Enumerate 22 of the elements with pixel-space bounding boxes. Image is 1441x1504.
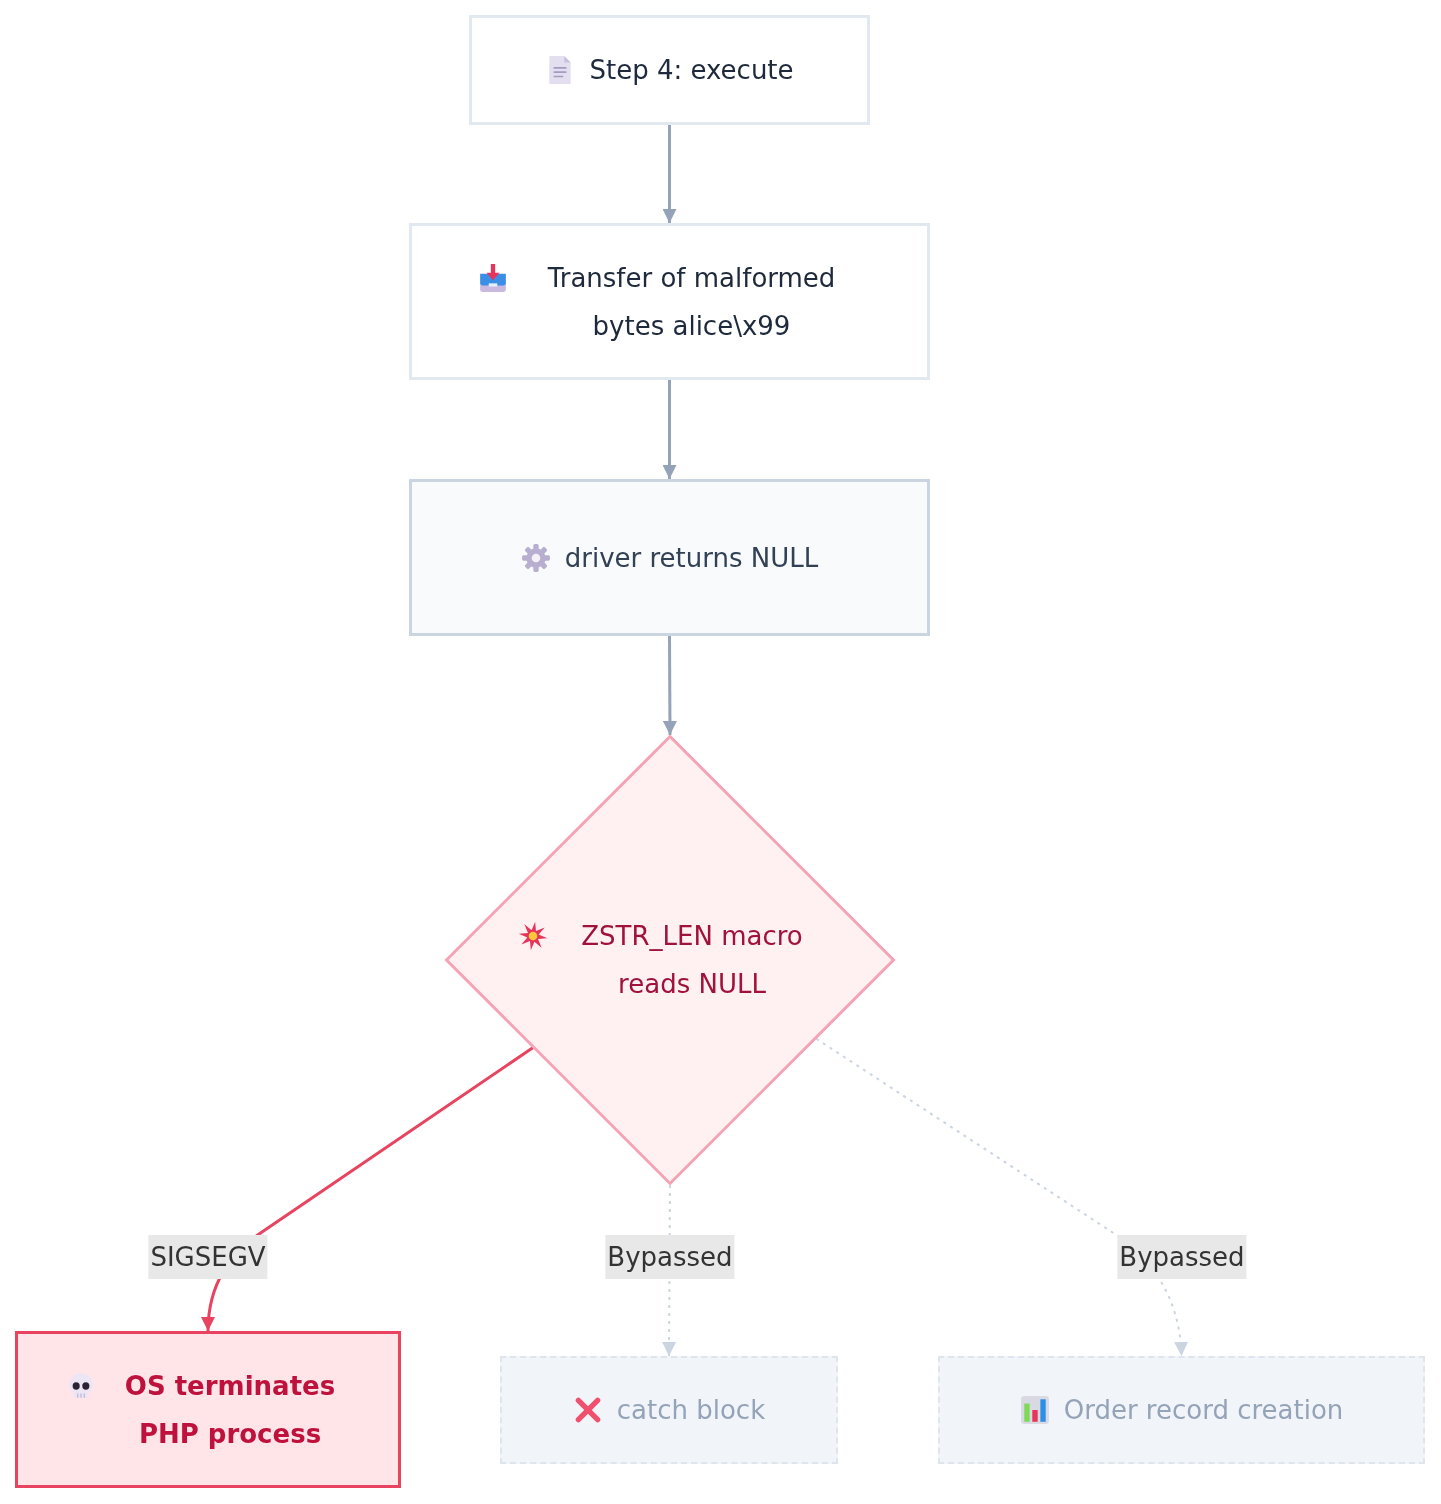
edge-label: SIGSEGV: [148, 1235, 268, 1279]
node-text: Transfer of malformed bytes alice\x99: [546, 261, 837, 343]
skipped-box: [500, 1356, 838, 1464]
process-box: [409, 223, 930, 380]
arrow: [815, 1037, 1188, 1357]
arrow: [662, 380, 677, 479]
node-text: driver returns NULL: [564, 541, 819, 575]
decision-diamond: [445, 735, 895, 1185]
node-text: Order record creation: [1063, 1394, 1344, 1427]
node-text: Step 4: execute: [589, 54, 794, 87]
arrow: [662, 125, 677, 223]
node-text: OS terminates PHP process: [123, 1369, 337, 1451]
process-box: [409, 479, 930, 636]
error-box: [15, 1331, 401, 1488]
edge-label: Bypassed: [1117, 1235, 1247, 1279]
arrow: [662, 636, 677, 735]
node-text: ZSTR_LEN macro reads NULL: [580, 920, 804, 1001]
edge-label: Bypassed: [605, 1235, 735, 1279]
process-box: [469, 15, 870, 125]
node-text: catch block: [616, 1394, 766, 1427]
skipped-box: [938, 1356, 1425, 1464]
arrow: [201, 1046, 534, 1332]
